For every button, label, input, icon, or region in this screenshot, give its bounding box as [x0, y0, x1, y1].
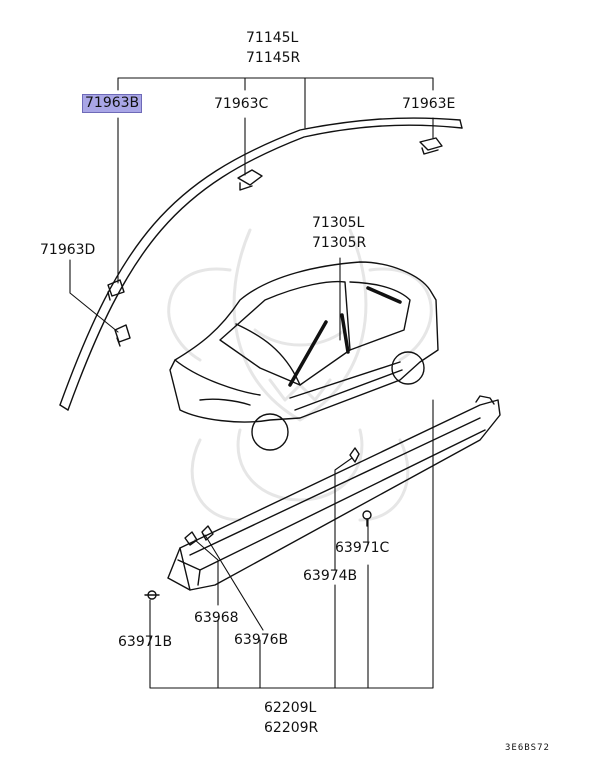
- fastener-63971B: [144, 590, 160, 600]
- label-71963B: 71963B: [82, 94, 143, 113]
- fastener-63971C: [362, 510, 372, 527]
- label-63968: 63968: [194, 610, 239, 626]
- label-71963E: 71963E: [402, 96, 456, 112]
- clip-63976B: [201, 525, 214, 541]
- label-71145L: 71145L: [246, 30, 299, 46]
- roof-molding-strip: [59, 117, 463, 411]
- label-71963C: 71963C: [214, 96, 269, 112]
- label-63971B: 63971B: [118, 634, 173, 650]
- label-71305R: 71305R: [312, 235, 367, 251]
- door-sash-molding: [288, 286, 402, 387]
- side-sill-garnish: [167, 395, 501, 591]
- label-62209R: 62209R: [264, 720, 319, 736]
- clip-71963B: [107, 279, 125, 301]
- clip-71963C: [237, 169, 263, 191]
- car-body: [169, 261, 439, 451]
- diagram-code: 3E6BS72: [505, 743, 550, 753]
- clip-71963E: [419, 137, 443, 155]
- label-71145R: 71145R: [246, 50, 301, 66]
- clip-63974B: [349, 447, 360, 463]
- label-71305L: 71305L: [312, 215, 365, 231]
- label-63974B: 63974B: [303, 568, 358, 584]
- label-63976B: 63976B: [234, 632, 289, 648]
- leader-lines: [69, 77, 434, 689]
- clip-71963D: [114, 324, 131, 347]
- label-71963D: 71963D: [40, 242, 96, 258]
- clip-63968: [184, 531, 198, 546]
- label-63971C: 63971C: [335, 540, 390, 556]
- label-62209L: 62209L: [264, 700, 317, 716]
